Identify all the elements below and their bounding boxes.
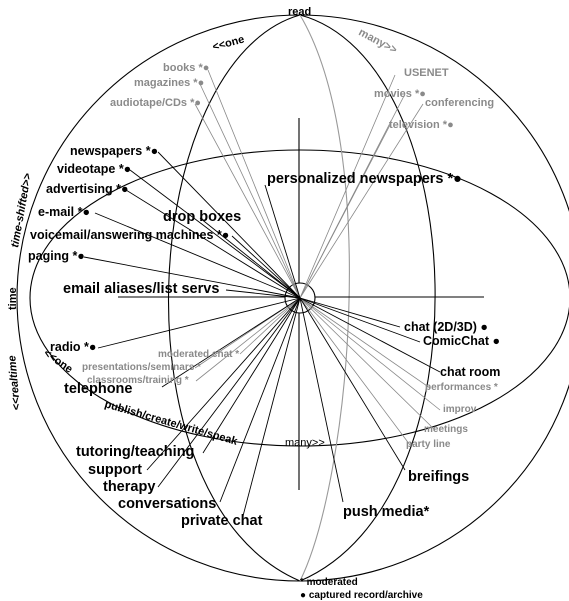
books-label: books *● <box>163 62 209 74</box>
realtime-label: <<realtime <box>6 355 23 411</box>
improv-label: improv <box>443 404 477 415</box>
comicchat-label: ComicChat ● <box>423 334 500 348</box>
usenet-label: USENET <box>404 67 449 79</box>
private-chat-label: private chat <box>181 513 263 529</box>
paging-label: paging *● <box>28 249 85 263</box>
email-label: e-mail *● <box>38 205 90 219</box>
moderated-chat-label: moderated chat * <box>158 349 239 360</box>
support-label: support <box>88 462 142 478</box>
breifings-label: breifings <box>408 469 469 485</box>
advertising-label: advertising *● <box>46 182 129 196</box>
legend-moderated: * moderated <box>300 577 358 588</box>
therapy-label: therapy <box>103 479 155 495</box>
drop-boxes-label: drop boxes <box>163 209 241 225</box>
left-meridian-arc <box>167 14 301 582</box>
read-axis-label: read <box>288 6 311 18</box>
television-label: television *● <box>389 119 454 131</box>
meetings-label: meetings <box>424 424 468 435</box>
telephone-label: telephone <box>64 381 132 397</box>
voicemail-label: voicemail/answering machines *● <box>30 228 229 242</box>
horizontal-ellipse <box>29 149 569 447</box>
gray-radial-lines <box>194 69 441 446</box>
performances-label: performances * <box>425 382 498 393</box>
movies-label: movies *● <box>374 88 426 100</box>
front-meridian-arc <box>299 14 350 582</box>
right-meridian-arc <box>299 14 436 582</box>
time-axis-label: time <box>7 287 19 310</box>
one-top-label: <<one <box>211 33 245 53</box>
black-radial-lines <box>83 151 441 517</box>
newspapers-label: newspapers *● <box>70 144 158 158</box>
chat-room-label: chat room <box>440 365 500 379</box>
email-aliases-label: email aliases/list servs <box>63 281 219 297</box>
chat-2d3d-label: chat (2D/3D) ● <box>404 320 488 334</box>
classroom-label: classrooms/training * <box>87 375 189 386</box>
radio-label: radio *● <box>50 340 96 354</box>
push-media-label: push media* <box>343 504 430 520</box>
tutoring-label: tutoring/teaching <box>76 444 194 460</box>
presentations-label: presentations/seminars * <box>82 362 201 373</box>
many-bottom-label: many>> <box>285 437 325 449</box>
party-line-label: party line <box>406 439 451 450</box>
videotape-label: videotape *● <box>57 162 131 176</box>
audiotape-label: audiotape/CDs *● <box>110 97 201 109</box>
magazines-label: magazines *● <box>134 77 204 89</box>
conversations-label: conversations <box>118 496 216 512</box>
conferencing-label: conferencing <box>425 97 494 109</box>
legend-captured: ● captured record/archive <box>300 590 423 601</box>
personalized-newspapers-label: personalized newspapers *● <box>267 171 462 187</box>
